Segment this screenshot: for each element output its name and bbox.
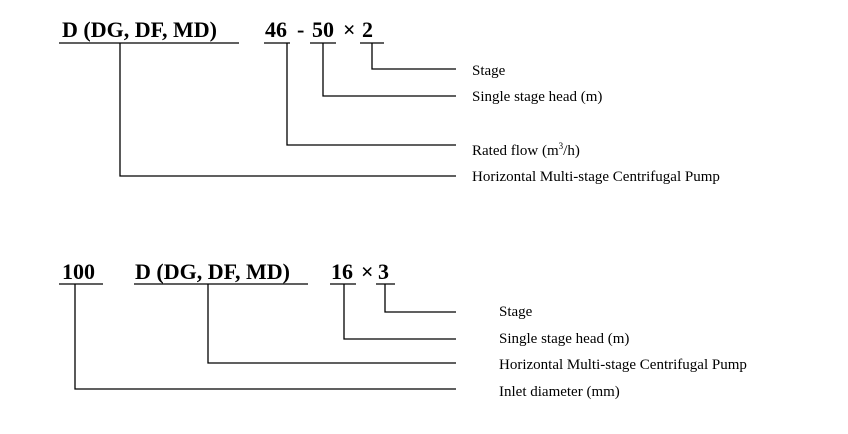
label-rated-flow-main: Rated flow (m — [472, 143, 559, 159]
label-rated-flow-unit: /h) — [563, 143, 580, 159]
leader-stage — [371, 43, 456, 70]
designation-diagram-2: 100 D (DG, DF, MD) 16 × 3 Stage Single s… — [59, 259, 747, 400]
label-pump-type: Horizontal Multi-stage Centrifugal Pump — [499, 357, 747, 373]
label-inlet-diameter: Inlet diameter (mm) — [499, 384, 620, 400]
code-head: 16 — [331, 259, 353, 284]
code-head: 50 — [312, 17, 334, 42]
code-model: D (DG, DF, MD) — [62, 17, 217, 42]
leader-pump — [119, 43, 456, 177]
code-stages: 3 — [378, 259, 389, 284]
leader-head — [322, 43, 456, 97]
leader-stage — [384, 284, 456, 313]
code-flow: 46 — [265, 17, 287, 42]
label-stage: Stage — [472, 63, 506, 79]
label-single-stage-head: Single stage head (m) — [499, 331, 629, 347]
code-dash: - — [297, 17, 304, 42]
label-single-stage-head: Single stage head (m) — [472, 89, 602, 105]
designation-diagram-1: D (DG, DF, MD) 46 - 50 × 2 Stage Single … — [59, 17, 720, 185]
code-stages: 2 — [362, 17, 373, 42]
leader-head — [343, 284, 456, 340]
label-pump-type: Horizontal Multi-stage Centrifugal Pump — [472, 169, 720, 185]
leader-flow — [286, 43, 456, 146]
code-times: × — [343, 17, 356, 42]
label-rated-flow-superscript: 3 — [559, 141, 564, 151]
leader-inlet — [74, 284, 456, 390]
label-stage: Stage — [499, 304, 533, 320]
code-times: × — [361, 259, 374, 284]
code-model: D (DG, DF, MD) — [135, 259, 290, 284]
label-rated-flow: Rated flow (m3/h) — [472, 141, 580, 159]
code-inlet: 100 — [62, 259, 95, 284]
leader-pump — [207, 284, 456, 364]
